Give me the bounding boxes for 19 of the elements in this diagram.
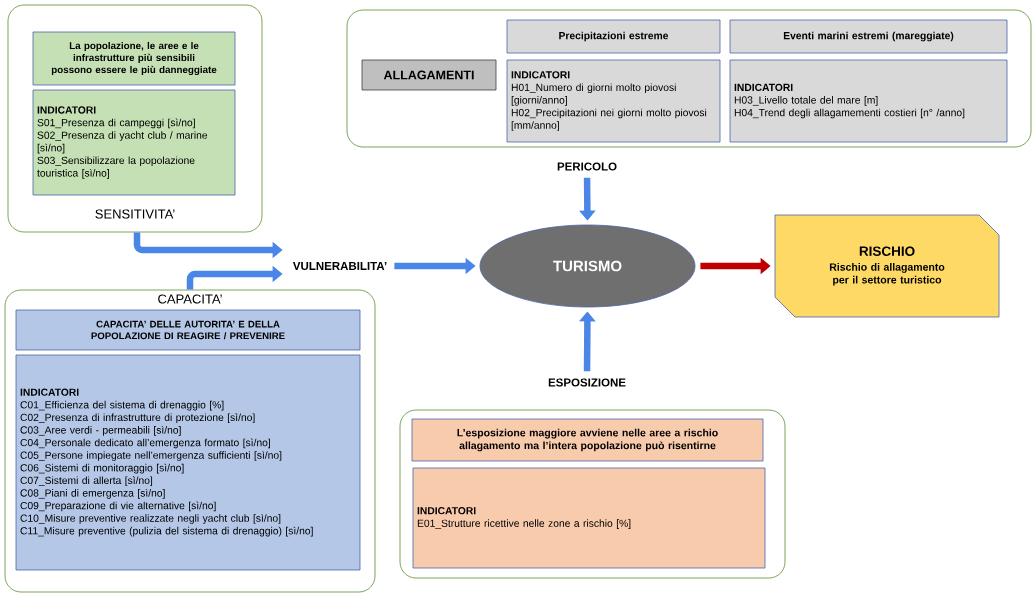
category-label: PERICOLO: [557, 162, 617, 171]
panel-frame: [346, 9, 1032, 148]
category-label: ESPOSIZIONE: [548, 378, 626, 387]
category-label: VULNERABILITA’: [292, 262, 387, 270]
text-box: La popolazione, le aree e le infrastrutture più sensibili possono essere le più danneggiate: [32, 31, 236, 86]
text-box: CAPACITA’ DELLE AUTORITA’ E DELLA POPOLAZIONE DI REAGIRE / PREVENIRE: [15, 309, 361, 351]
indicator-box: INDICATORI H03_Livello totale del mare [m] H04_Trend degli allagamementi costieri [n° /anno]: [729, 59, 1008, 143]
indicator-box: INDICATORI C01_Efficienza del sistema di drenaggio [%] C02_Presenza di infrastrutture di protezione [sì/no] C03_Aree verdi - permeabili [sì/no] C04_Personale dedicato all’emergenza formato [sì/no] C05_Persone impiegate nell’emergenza sufficienti [sì/no] C06_Sistemi di monitoraggio [sì/no] C07_Sistemi di allerta [sì/no] C08_Piani di emergenza [sì/no] C09_Preparazione di vie alternative [sì/no] C10_Misure preventive realizzate negli yacht club [sì/no] C11_Misure preventive (pulizia del sistema di drenaggio) [sì/no]: [15, 354, 361, 571]
frame-title: CAPACITA’: [158, 294, 222, 304]
frame-title: SENSITIVITA’: [95, 209, 175, 219]
text-box: Eventi marini estremi (mareggiate): [729, 19, 1008, 54]
text-box: L’esposizione maggiore avviene nelle aree a rischio allagamento ma l’intera popolazione può risentirne: [411, 418, 764, 462]
panel-frame: [399, 409, 786, 579]
result-box: RISCHIO Rischio di allagamento per il settore turistico: [774, 214, 1000, 318]
indicator-box: INDICATORI H01_Numero di giorni molto piovosi [giorni/anno] H02_Precipitazioni nei giorni molto piovosi [mm/anno]: [506, 59, 721, 143]
indicator-box: INDICATORI E01_Strutture ricettive nelle zone a rischio [%]: [412, 467, 766, 569]
indicator-box: INDICATORI S01_Presenza di campeggi [sì/no] S02_Presenza di yacht club / marine [sì/no] S03_Sensibilizzare la popolazione touristica [sì/no]: [32, 89, 236, 196]
text-box: Precipitazioni estreme: [506, 19, 721, 54]
text-box: ALLAGAMENTI: [361, 59, 497, 91]
